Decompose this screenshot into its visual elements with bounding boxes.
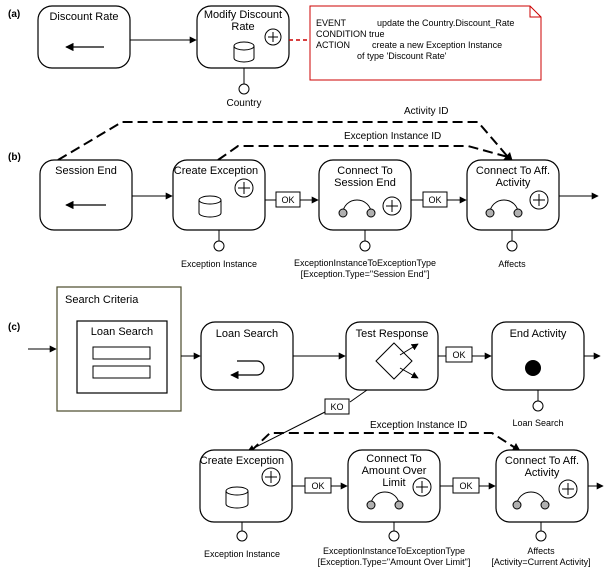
box-discount-rate[interactable] xyxy=(37,5,131,69)
port-label-ei-to-type-c: ExceptionInstanceToExceptionType xyxy=(322,546,466,556)
connect-icon-c2 xyxy=(512,491,550,510)
box-session-end[interactable] xyxy=(39,159,133,231)
cylinder-icon xyxy=(233,41,255,63)
box-title-modify-discount-rate: Modify Discount Rate xyxy=(203,9,283,33)
box-title-loan-search-inner: Loan Search xyxy=(90,326,154,338)
plus-circle-icon-c2 xyxy=(412,477,432,497)
note-condition-key: CONDITION xyxy=(316,29,367,39)
edge-c-ko-a xyxy=(349,389,368,403)
ok-label-b1: OK xyxy=(281,195,295,205)
box-title-create-exception-c: Create Exception xyxy=(199,455,285,467)
port-exception-instance-c[interactable] xyxy=(236,530,248,542)
port-affects-b[interactable] xyxy=(506,240,518,252)
note-condition-val: true xyxy=(369,29,385,39)
port-label-country: Country xyxy=(226,98,262,109)
connect-icon-b2 xyxy=(485,199,523,218)
box-modify-discount-rate[interactable] xyxy=(196,5,290,69)
edge-label-activity-id: Activity ID xyxy=(404,106,449,117)
port-label-affects-c: Affects xyxy=(527,546,555,556)
box-title-create-exception-b: Create Exception xyxy=(173,165,259,177)
dashed-arc-exception-instance-id xyxy=(217,145,509,161)
plus-circle-icon-c3 xyxy=(558,479,578,499)
box-title-connect-aff-activity-b: Connect To Aff. Activity xyxy=(475,165,551,189)
group-title-search-criteria: Search Criteria xyxy=(65,294,139,306)
box-title-test-response: Test Response xyxy=(355,328,429,340)
box-title-end-activity: End Activity xyxy=(509,328,567,340)
port-label-exception-instance-b: Exception Instance xyxy=(180,259,258,269)
note-fold xyxy=(529,6,541,18)
decision-icon xyxy=(375,342,419,380)
port-label-ei-type-cond-c: [Exception.Type="Amount Over Limit"] xyxy=(317,557,471,567)
cylinder-icon-b xyxy=(198,195,222,218)
plus-circle-icon-c1 xyxy=(261,467,281,487)
dashed-arc-exception-instance-id-c xyxy=(250,432,518,452)
note-event-val: update the Country.Discount_Rate xyxy=(377,18,515,28)
port-label-ei-to-type-b: ExceptionInstanceToExceptionType xyxy=(293,258,437,268)
port-country[interactable] xyxy=(238,83,250,95)
port-label-ei-type-cond-b: [Exception.Type="Session End"] xyxy=(300,269,430,279)
port-affects-c[interactable] xyxy=(535,530,547,542)
port-label-affects-cond-c: [Activity=Current Activity] xyxy=(491,557,591,567)
ok-label-b2: OK xyxy=(428,195,442,205)
port-label-exception-instance-c: Exception Instance xyxy=(203,549,281,559)
note-action-val: create a new Exception Instance xyxy=(372,40,503,50)
note-action-key: ACTION xyxy=(316,40,351,50)
edge-label-exception-instance-id-c: Exception Instance ID xyxy=(370,420,468,431)
port-label-loan-search: Loan Search xyxy=(512,418,564,428)
edge-label-exception-instance-id-b: Exception Instance ID xyxy=(344,131,442,142)
connect-icon-b1 xyxy=(338,199,376,218)
box-title-connect-amount-over-limit: Connect To Amount Over Limit xyxy=(361,453,427,489)
ok-label-c1: OK xyxy=(311,481,325,491)
box-title-loan-search: Loan Search xyxy=(215,328,279,340)
note-box xyxy=(309,5,542,81)
input-bar-2[interactable] xyxy=(92,365,151,379)
end-dot-icon xyxy=(525,360,541,376)
loop-arrow-icon xyxy=(230,360,265,380)
box-title-connect-aff-activity-c: Connect To Aff. Activity xyxy=(504,455,580,479)
plus-circle-icon xyxy=(264,28,282,46)
note-action-val2: of type 'Discount Rate' xyxy=(357,51,447,61)
port-loan-search[interactable] xyxy=(532,400,544,412)
section-label-c: (c) xyxy=(8,322,21,333)
port-ei-to-type-b[interactable] xyxy=(359,240,371,252)
note-event-key: EVENT xyxy=(316,18,347,28)
box-title-connect-session-end: Connect To Session End xyxy=(334,165,396,189)
cylinder-icon-c xyxy=(225,486,249,509)
input-bar-1[interactable] xyxy=(92,346,151,360)
dashed-arc-activity-id xyxy=(57,121,509,161)
ko-label: KO xyxy=(330,402,344,412)
port-ei-to-type-c[interactable] xyxy=(388,530,400,542)
ok-label-c-top: OK xyxy=(452,350,466,360)
edge-c-ko-b xyxy=(247,411,326,452)
ok-box-c-top xyxy=(445,346,473,363)
box-title-session-end: Session End xyxy=(55,165,117,177)
ok-label-c2: OK xyxy=(459,481,473,491)
ko-box xyxy=(324,398,350,415)
plus-circle-icon-b3 xyxy=(529,190,549,210)
section-label-b: (b) xyxy=(8,152,21,163)
plus-circle-icon-b2 xyxy=(382,196,402,216)
port-exception-instance-b[interactable] xyxy=(213,240,225,252)
section-label-a: (a) xyxy=(8,9,21,20)
box-title-discount-rate: Discount Rate xyxy=(49,11,119,23)
port-label-affects-b: Affects xyxy=(498,259,526,269)
connect-icon-c1 xyxy=(366,491,404,510)
plus-circle-icon-b1 xyxy=(234,178,254,198)
